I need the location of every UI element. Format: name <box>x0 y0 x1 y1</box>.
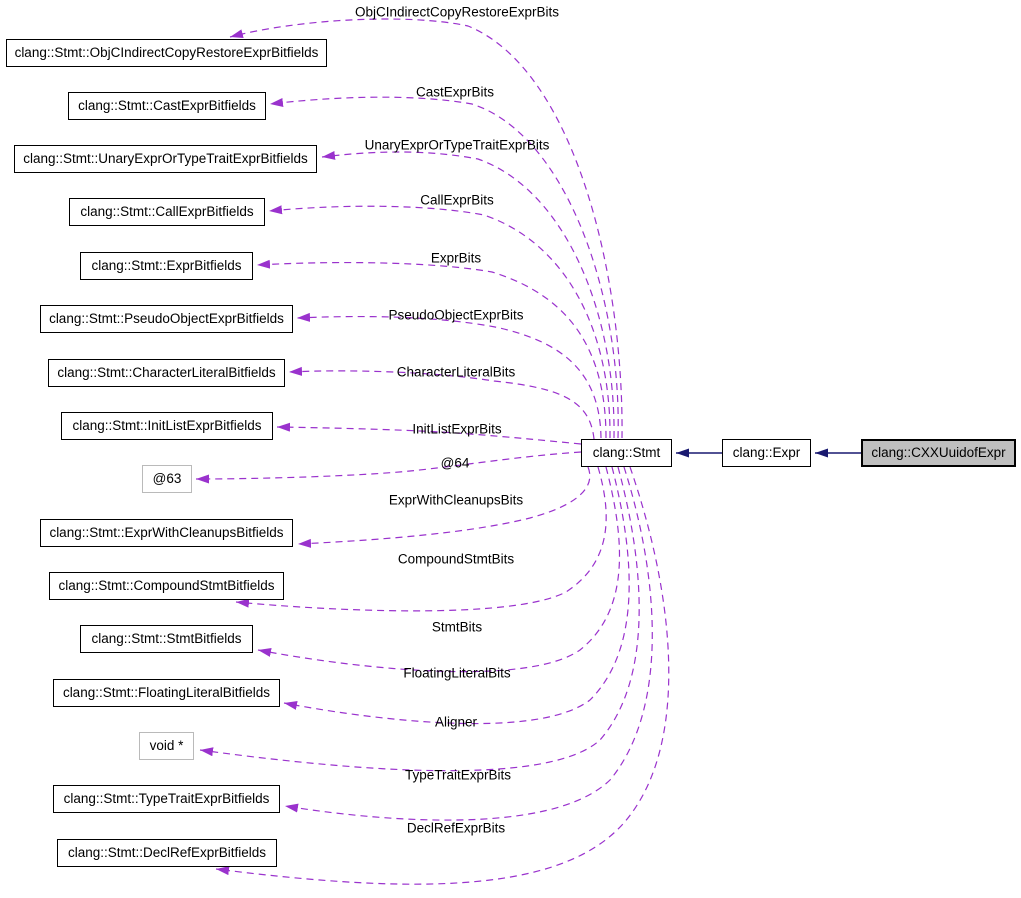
usage-edge-initlist <box>276 422 582 445</box>
node-compound[interactable]: clang::Stmt::CompoundStmtBitfields <box>49 572 284 600</box>
node-anon63: @63 <box>142 465 192 493</box>
node-charlit[interactable]: clang::Stmt::CharacterLiteralBitfields <box>48 359 285 387</box>
usage-edge-charlit <box>288 366 595 440</box>
edge-label-e14: Aligner <box>434 714 478 730</box>
node-voidptr: void * <box>139 732 194 760</box>
usage-edge-anon63 <box>195 451 582 484</box>
usage-edge-ewc <box>297 466 591 548</box>
node-unary[interactable]: clang::Stmt::UnaryExprOrTypeTraitExprBit… <box>14 145 317 173</box>
node-expr[interactable]: clang::Expr <box>722 439 811 467</box>
node-stmtbits[interactable]: clang::Stmt::StmtBitfields <box>80 625 253 653</box>
usage-edge-unary <box>321 150 615 439</box>
edge-label-e16: DeclRefExprBits <box>406 820 506 836</box>
node-stmt[interactable]: clang::Stmt <box>581 439 672 467</box>
edge-label-e11: CompoundStmtBits <box>397 551 515 567</box>
edge-label-e3: UnaryExprOrTypeTraitExprBits <box>364 137 550 153</box>
usage-edge-declref <box>215 466 670 885</box>
node-declref[interactable]: clang::Stmt::DeclRefExprBitfields <box>57 839 277 867</box>
usage-edge-voidptr <box>199 466 640 772</box>
usage-edge-floatlit <box>283 466 630 725</box>
usage-edge-exprbits <box>256 259 607 439</box>
node-objc[interactable]: clang::Stmt::ObjCIndirectCopyRestoreExpr… <box>6 39 327 67</box>
usage-edge-stmtbits <box>257 466 621 673</box>
edge-label-e5: ExprBits <box>430 250 482 266</box>
edge-label-e2: CastExprBits <box>415 84 495 100</box>
node-cast[interactable]: clang::Stmt::CastExprBitfields <box>68 92 266 120</box>
node-call[interactable]: clang::Stmt::CallExprBitfields <box>69 198 265 226</box>
edge-label-e6: PseudoObjectExprBits <box>388 307 524 323</box>
edge-label-e1: ObjCIndirectCopyRestoreExprBits <box>354 4 560 20</box>
node-exprbits[interactable]: clang::Stmt::ExprBitfields <box>80 252 253 280</box>
usage-edge-compound <box>235 466 607 612</box>
edge-label-e12: StmtBits <box>431 619 483 635</box>
usage-edge-typetrait <box>284 466 653 821</box>
edge-label-e4: CallExprBits <box>420 192 494 208</box>
usage-edge-pseudo <box>296 312 602 439</box>
edge-label-e9: @64 <box>440 455 470 471</box>
usage-edge-cast <box>269 96 619 439</box>
node-pseudo[interactable]: clang::Stmt::PseudoObjectExprBitfields <box>40 305 293 333</box>
edge-label-e8: InitListExprBits <box>412 421 502 437</box>
usage-edge-objc <box>229 18 623 439</box>
node-floatlit[interactable]: clang::Stmt::FloatingLiteralBitfields <box>53 679 280 707</box>
node-cxx: clang::CXXUuidofExpr <box>861 439 1016 467</box>
node-typetrait[interactable]: clang::Stmt::TypeTraitExprBitfields <box>53 785 280 813</box>
edge-label-e10: ExprWithCleanupsBits <box>388 492 524 508</box>
node-ewc[interactable]: clang::Stmt::ExprWithCleanupsBitfields <box>40 519 293 547</box>
usage-edge-call <box>268 205 611 439</box>
edge-label-e13: FloatingLiteralBits <box>403 665 511 681</box>
node-initlist[interactable]: clang::Stmt::InitListExprBitfields <box>61 412 273 440</box>
edge-label-e7: CharacterLiteralBits <box>396 364 516 380</box>
edge-label-e15: TypeTraitExprBits <box>404 767 512 783</box>
